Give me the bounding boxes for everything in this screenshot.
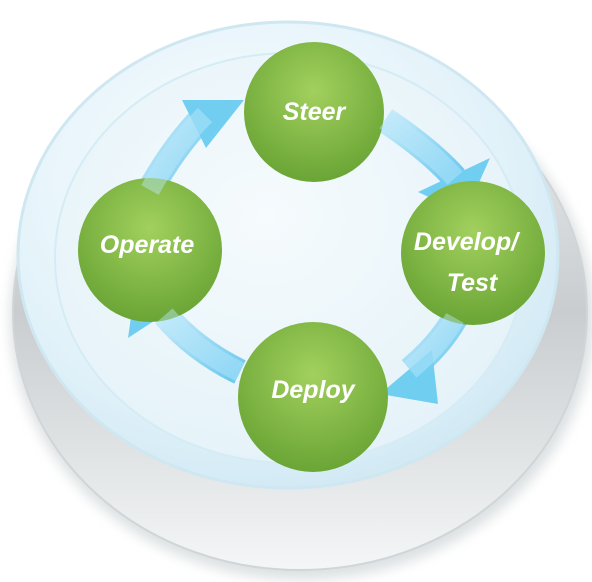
arrow-head-develop-to-deploy (380, 350, 438, 404)
svg-text:Develop/: Develop/ (414, 228, 521, 256)
arrow-steer-to-develop (377, 109, 465, 187)
node-deploy-label: Deploy (271, 376, 355, 404)
node-develop-test-label-line1: Develop/ (414, 228, 521, 256)
svg-text:Deploy: Deploy (271, 376, 355, 404)
node-operate-label: Operate (100, 231, 195, 259)
node-operate: Operate (78, 178, 222, 322)
svg-text:Operate: Operate (100, 231, 195, 259)
svg-text:Test: Test (447, 269, 499, 297)
arrow-head-operate-to-steer (182, 100, 244, 148)
arrow-overlays (141, 107, 464, 381)
arrow-deploy-to-operate (155, 306, 246, 384)
node-deploy: Deploy (238, 322, 388, 472)
node-steer: Steer (244, 42, 384, 182)
node-develop-test-circle (401, 181, 545, 325)
node-develop-test: Develop/ Test (401, 181, 545, 325)
node-develop-test-label-line2: Test (447, 269, 499, 297)
node-deploy-circle (238, 322, 388, 472)
node-steer-circle (244, 42, 384, 182)
node-steer-label: Steer (283, 98, 347, 126)
svg-text:Steer: Steer (283, 98, 347, 126)
node-operate-circle (78, 178, 222, 322)
